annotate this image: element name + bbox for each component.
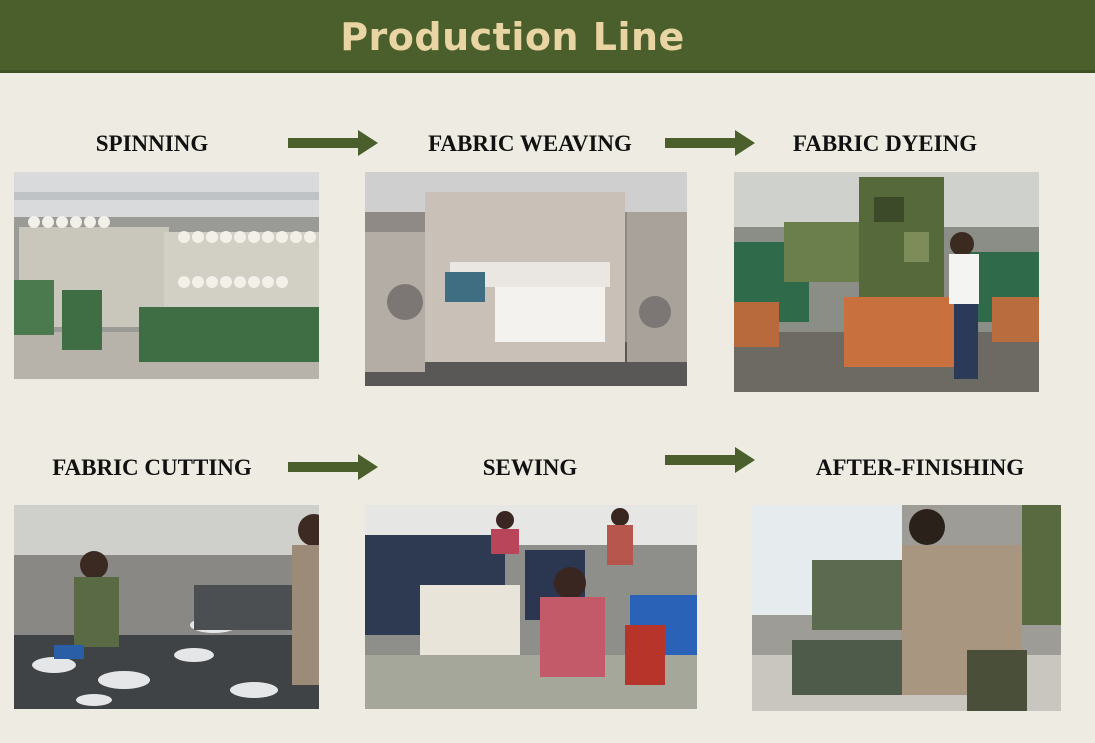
spinning-photo	[14, 172, 319, 379]
finishing-photo	[752, 505, 1061, 711]
arrow-right-icon	[665, 130, 755, 156]
step-label-finishing: AFTER-FINISHING	[815, 455, 1025, 480]
step-label-spinning: SPINNING	[95, 131, 209, 156]
arrow-right-icon	[665, 447, 755, 473]
sewing-photo	[365, 505, 697, 709]
step-label-sewing: SEWING	[482, 455, 578, 480]
page-title: Production Line	[340, 15, 685, 59]
step-label-cutting: FABRIC CUTTING	[52, 455, 252, 480]
arrow-right-icon	[288, 454, 378, 480]
step-label-weaving: FABRIC WEAVING	[428, 131, 632, 156]
header-banner: Production Line	[0, 0, 1095, 73]
dyeing-photo	[734, 172, 1039, 392]
arrow-right-icon	[288, 130, 378, 156]
step-label-dyeing: FABRIC DYEING	[792, 131, 978, 156]
weaving-photo	[365, 172, 687, 386]
cutting-photo	[14, 505, 319, 709]
